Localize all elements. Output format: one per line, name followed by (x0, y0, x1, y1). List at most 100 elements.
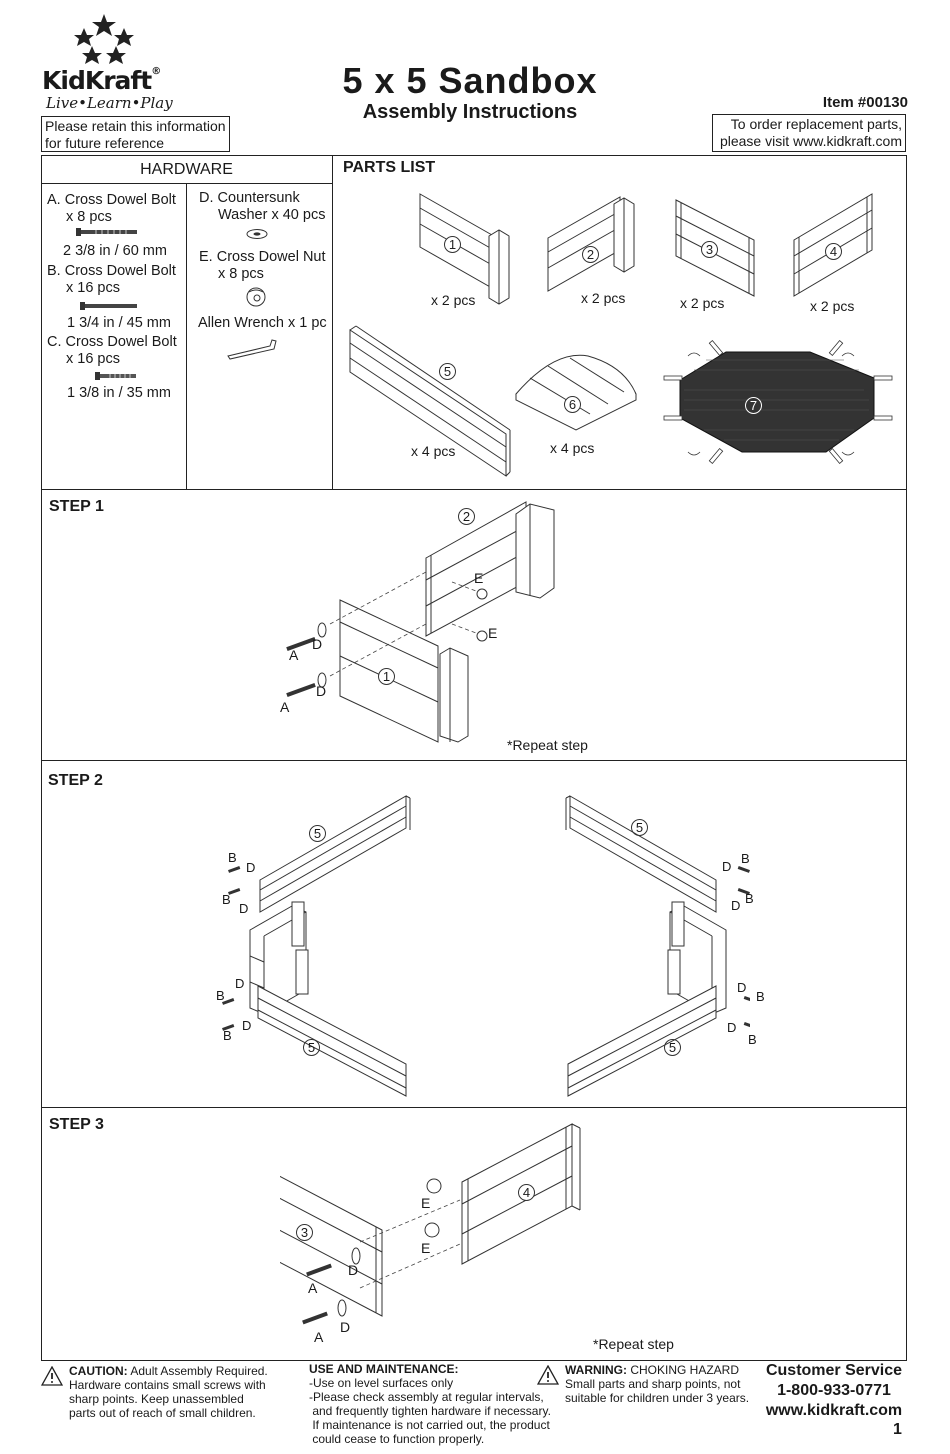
hardware-d: D. Countersunk Washer x 40 pcs (199, 190, 334, 224)
hardware-b-qty: x 16 pcs (66, 280, 120, 296)
brand-name: KidKraft (42, 66, 152, 95)
caution-title: CAUTION: (69, 1364, 128, 1378)
warning-line: suitable for children under 3 years. (565, 1391, 750, 1405)
page-subtitle: Assembly Instructions (362, 101, 578, 123)
part-3-qty: x 2 pcs (680, 295, 725, 311)
step-1-callout-d-1: D (312, 636, 323, 652)
use-maintenance-block: USE AND MAINTENANCE: -Use on level surfa… (309, 1362, 559, 1446)
hardware-d-name-1: D. Countersunk (199, 190, 300, 206)
part-2-callout: 2 (582, 246, 599, 263)
step-1-callout-a-1: A (289, 647, 299, 663)
allen-wrench-icon (227, 339, 277, 360)
part-6-qty: x 4 pcs (550, 440, 595, 456)
step-2-callout-b: B (216, 988, 225, 1003)
step-2-callout-d: D (246, 860, 256, 875)
brand-tagline: Live•Learn•Play (46, 94, 173, 112)
step-2-callout-5-bl: 5 (303, 1039, 320, 1056)
stars-logo-icon (74, 14, 134, 64)
cs-phone: 1-800-933-0771 (777, 1382, 891, 1399)
hardware-a-qty: x 8 pcs (66, 209, 112, 225)
part-6-drawing (515, 354, 637, 431)
hardware-c: C. Cross Dowel Bolt x 16 pcs (47, 334, 187, 368)
callout-text: 5 (668, 1040, 677, 1055)
hardware-c-name: C. Cross Dowel Bolt (47, 334, 177, 350)
step-2-callout-5-tl: 5 (309, 825, 326, 842)
step-2-callout-5-br: 5 (664, 1039, 681, 1056)
part-7-callout: 7 (745, 397, 762, 414)
hardware-wrench: Allen Wrench x 1 pc (198, 315, 327, 331)
parts-list-heading: PARTS LIST (343, 159, 436, 176)
step-2-callout-d: D (731, 898, 741, 913)
step-3-drawing (280, 1123, 581, 1325)
step-2-callout-b: B (756, 989, 765, 1004)
part-1-drawing (419, 193, 510, 305)
hardware-a: A. Cross Dowel Bolt x 8 pcs (47, 192, 187, 226)
replacement-line-1: To order replacement parts, (730, 116, 902, 132)
part-6-callout: 6 (564, 396, 581, 413)
retain-line-2: for future reference (45, 135, 165, 151)
short-bolt-icon (95, 372, 136, 380)
step-2-callout-5-tr: 5 (631, 819, 648, 836)
step-1-label: STEP 1 (49, 498, 104, 515)
hardware-d-name-2: Washer x 40 pcs (218, 207, 326, 223)
use-title: USE AND MAINTENANCE: (309, 1362, 459, 1376)
divider (41, 1107, 907, 1108)
replacement-note: To order replacement parts, please visit… (712, 114, 906, 152)
caution-text: Adult Assembly Required. (127, 1364, 268, 1378)
step-2-callout-d: D (737, 980, 747, 995)
part-1-qty: x 2 pcs (431, 292, 476, 308)
step-1-drawing (286, 501, 555, 743)
step-3-callout-e-2: E (421, 1240, 431, 1256)
caution-line: parts out of reach of small children. (69, 1406, 256, 1420)
reg-mark: ® (151, 66, 161, 77)
step-3-note: *Repeat step (593, 1336, 674, 1352)
part-4-qty: x 2 pcs (810, 298, 855, 314)
choking-warning-icon (537, 1365, 559, 1385)
step-1-callout-d-2: D (316, 683, 327, 699)
step-3-callout-d-1: D (348, 1262, 359, 1278)
part-4-callout: 4 (825, 243, 842, 260)
cs-website: www.kidkraft.com (765, 1402, 903, 1419)
part-3-callout: 3 (701, 241, 718, 258)
hardware-a-size: 2 3/8 in / 60 mm (63, 243, 167, 259)
medium-bolt-icon (80, 302, 137, 310)
step-2-drawing (222, 795, 750, 1097)
step-2-callout-d: D (235, 976, 245, 991)
part-5-callout: 5 (439, 363, 456, 380)
step-2-callout-d: D (722, 859, 732, 874)
use-line: -Please check assembly at regular interv… (309, 1390, 544, 1404)
use-line: could cease to function properly. (309, 1432, 485, 1446)
washer-icon (246, 229, 268, 239)
caution-warning-icon (41, 1366, 63, 1386)
step-1-callout-e-2: E (488, 625, 498, 641)
hardware-b: B. Cross Dowel Bolt x 16 pcs (47, 263, 187, 297)
step-3-label: STEP 3 (49, 1116, 104, 1133)
step-2-label: STEP 2 (48, 772, 103, 789)
part-5-drawing (349, 325, 511, 477)
main-frame (41, 155, 907, 1361)
hardware-e: E. Cross Dowel Nut x 8 pcs (199, 249, 334, 283)
step-1-callout-a-2: A (280, 699, 290, 715)
callout-text: 5 (307, 1040, 316, 1055)
brand-logo: KidKraft® Live•Learn•Play (42, 10, 182, 115)
step-2-callout-b: B (745, 891, 754, 906)
divider (186, 183, 187, 489)
retain-note: Please retain this information for futur… (41, 116, 230, 152)
step-2-callout-b: B (228, 850, 237, 865)
dowel-nut-icon (246, 287, 266, 307)
step-2-callout-d: D (727, 1020, 737, 1035)
hardware-e-qty: x 8 pcs (218, 266, 264, 282)
step-2-callout-b: B (741, 851, 750, 866)
warning-text: CHOKING HAZARD (627, 1363, 740, 1377)
divider (41, 760, 907, 761)
part-2-qty: x 2 pcs (581, 290, 626, 306)
step-3-callout-e-1: E (421, 1195, 431, 1211)
callout-text: 5 (635, 820, 644, 835)
hardware-a-name: A. Cross Dowel Bolt (47, 192, 176, 208)
step-2-callout-d: D (239, 901, 249, 916)
replacement-line-2: please visit www.kidkraft.com (719, 133, 902, 149)
hardware-heading: HARDWARE (140, 161, 233, 178)
hardware-c-qty: x 16 pcs (66, 351, 120, 367)
step-1-part-2-callout: 2 (458, 508, 475, 525)
warning-line: Small parts and sharp points, not (565, 1377, 741, 1391)
